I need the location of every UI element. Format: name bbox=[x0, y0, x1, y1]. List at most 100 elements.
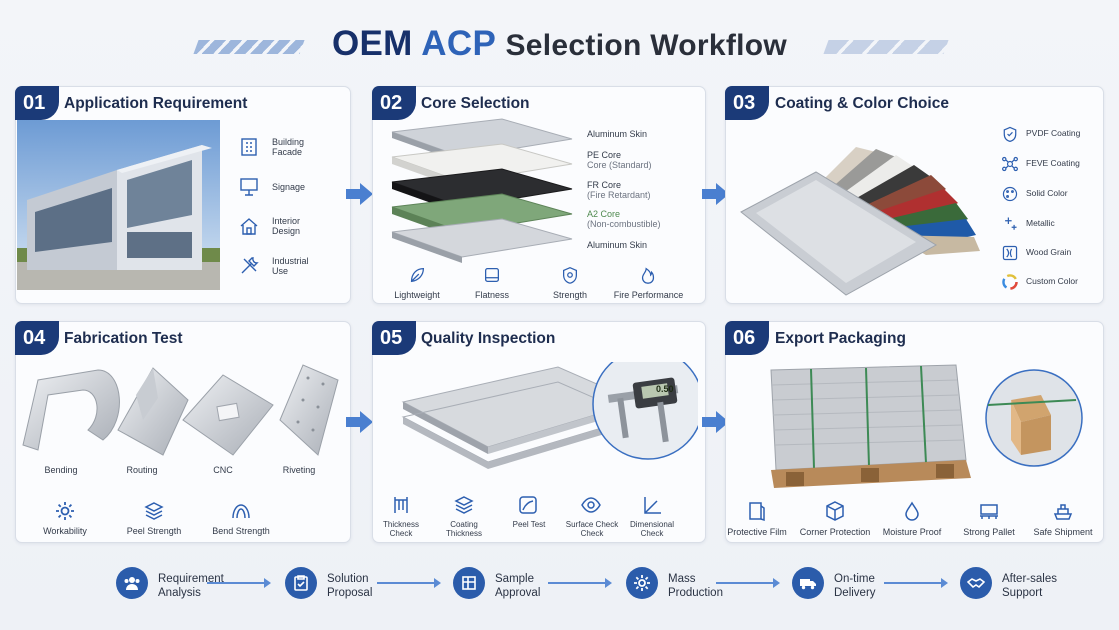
feature-corner-protection: Corner Protection bbox=[799, 527, 871, 537]
feature-peel-strength: Peel Strength bbox=[126, 526, 182, 536]
coating-custom-color: Custom Color bbox=[1026, 276, 1078, 286]
check-peel-test: Peel Test bbox=[512, 520, 546, 529]
feature-lightweight: Lightweight bbox=[394, 290, 440, 300]
inspected-panels-illustration bbox=[401, 362, 698, 469]
thickness-icon bbox=[390, 494, 412, 516]
color-swatch-fan bbox=[740, 147, 980, 296]
card-core-selection: 02 Core Selection Aluminum Skin PE Core … bbox=[372, 86, 706, 304]
layer-sublabel: Core (Standard) bbox=[587, 160, 652, 170]
feature-bend-strength: Bend Strength bbox=[212, 526, 270, 536]
feature-workability: Workability bbox=[43, 526, 87, 536]
check-dimensional: Dimensional Check bbox=[629, 520, 675, 539]
building-icon bbox=[238, 135, 260, 157]
title-part-workflow: Selection Workflow bbox=[505, 29, 788, 62]
sparkle-icon bbox=[1001, 215, 1019, 233]
card-coating-color: 03 Coating & Color Choice PVDF Coating F… bbox=[725, 86, 1104, 304]
card-fabrication-test: 04 Fabrication Test Bending Routing CNC … bbox=[15, 321, 351, 543]
layers-icon bbox=[143, 500, 165, 522]
process-routing: Routing bbox=[126, 465, 158, 475]
feature-safe-shipment: Safe Shipment bbox=[1033, 527, 1093, 537]
flow-arrow bbox=[548, 578, 612, 588]
page-title: OEM ACP Selection Workflow bbox=[0, 24, 1119, 64]
step-number-badge: 01 bbox=[15, 86, 60, 120]
core-layer-stack-illustration bbox=[391, 118, 573, 263]
arrow-right-icon bbox=[702, 183, 729, 205]
step-number-badge: 04 bbox=[15, 321, 60, 355]
card-application-requirement: 01 Application Requirement Building Faca… bbox=[15, 86, 351, 304]
flame-icon bbox=[638, 265, 658, 285]
approval-document-icon bbox=[453, 567, 485, 599]
item-signage: Signage bbox=[272, 182, 306, 192]
feature-strong-pallet: Strong Pallet bbox=[963, 527, 1015, 537]
step-label: Solution Proposal bbox=[327, 573, 373, 599]
leaf-icon bbox=[407, 265, 427, 285]
layer-label: Aluminum Skin bbox=[587, 129, 648, 139]
card-export-packaging: 06 Export Packaging Protective Film Corn… bbox=[725, 321, 1104, 543]
clipboard-icon bbox=[285, 567, 317, 599]
process-riveting: Riveting bbox=[282, 465, 316, 475]
arrow-right-icon bbox=[702, 411, 729, 433]
protective-film-icon bbox=[746, 500, 768, 522]
feature-moisture-proof: Moisture Proof bbox=[882, 527, 942, 537]
process-bending: Bending bbox=[44, 465, 78, 475]
signage-icon bbox=[238, 175, 260, 197]
bend-icon bbox=[230, 500, 252, 522]
layer-label: PE Core bbox=[587, 150, 622, 160]
handshake-icon bbox=[960, 567, 992, 599]
peel-test-icon bbox=[517, 494, 539, 516]
layer-label: FR Core bbox=[587, 180, 622, 190]
gear-icon bbox=[626, 567, 658, 599]
shield-check-icon bbox=[1001, 125, 1019, 143]
check-thickness: Thickness Check bbox=[382, 520, 419, 539]
feature-flatness: Flatness bbox=[474, 290, 509, 300]
flow-arrow bbox=[377, 578, 441, 588]
people-icon bbox=[116, 567, 148, 599]
coating-solid-color: Solid Color bbox=[1026, 188, 1068, 198]
house-icon bbox=[238, 215, 260, 237]
step-label: On-time Delivery bbox=[834, 573, 876, 599]
step-number-badge: 06 bbox=[725, 321, 770, 355]
card-title: Application Requirement bbox=[64, 95, 248, 112]
droplet-icon bbox=[901, 500, 923, 522]
ship-icon bbox=[1051, 500, 1075, 522]
check-surface: Surface Check Check bbox=[565, 520, 619, 539]
layer-label: Aluminum Skin bbox=[587, 240, 648, 250]
process-cnc: CNC bbox=[213, 465, 233, 475]
card-title: Coating & Color Choice bbox=[775, 95, 949, 112]
shield-icon bbox=[560, 265, 580, 285]
gear-icon bbox=[54, 500, 76, 522]
card-title: Quality Inspection bbox=[421, 330, 556, 347]
color-wheel-icon bbox=[1001, 273, 1019, 291]
card-quality-inspection: 05 Quality Inspection 0.50 Thickness Che… bbox=[372, 321, 706, 543]
layer-sublabel: (Non-combustible) bbox=[587, 219, 661, 229]
title-part-oem: OEM bbox=[331, 24, 413, 63]
layer-sublabel: (Fire Retardant) bbox=[587, 190, 651, 200]
flow-arrow bbox=[884, 578, 948, 588]
check-coating-thickness: Coating Thickness bbox=[445, 520, 482, 539]
step-label: Mass Production bbox=[668, 573, 723, 599]
flow-arrow bbox=[716, 578, 780, 588]
title-part-acp: ACP bbox=[421, 24, 496, 63]
coating-metallic: Metallic bbox=[1026, 218, 1055, 228]
wood-grain-icon bbox=[1001, 244, 1019, 262]
layers-icon bbox=[453, 494, 475, 516]
card-title: Core Selection bbox=[421, 95, 530, 112]
item-building-facade: Building Facade bbox=[272, 137, 305, 158]
coating-feve: FEVE Coating bbox=[1026, 158, 1080, 168]
layer-label: A2 Core bbox=[587, 209, 621, 219]
arrow-right-icon bbox=[346, 183, 373, 205]
feature-fire-performance: Fire Performance bbox=[613, 290, 684, 300]
pallet-icon bbox=[977, 500, 1001, 522]
step-number-badge: 05 bbox=[372, 321, 417, 355]
arrow-right-icon bbox=[346, 411, 373, 433]
step-label: After-sales Support bbox=[1002, 573, 1057, 599]
truck-icon bbox=[792, 567, 824, 599]
coating-wood-grain: Wood Grain bbox=[1026, 247, 1072, 257]
molecule-icon bbox=[1001, 155, 1019, 173]
caliper-readout: 0.50 bbox=[656, 384, 674, 394]
step-label: Sample Approval bbox=[495, 573, 541, 599]
building-photo bbox=[17, 120, 220, 290]
card-title: Fabrication Test bbox=[64, 330, 183, 347]
step-number-badge: 03 bbox=[725, 86, 770, 120]
flow-arrow bbox=[207, 578, 271, 588]
